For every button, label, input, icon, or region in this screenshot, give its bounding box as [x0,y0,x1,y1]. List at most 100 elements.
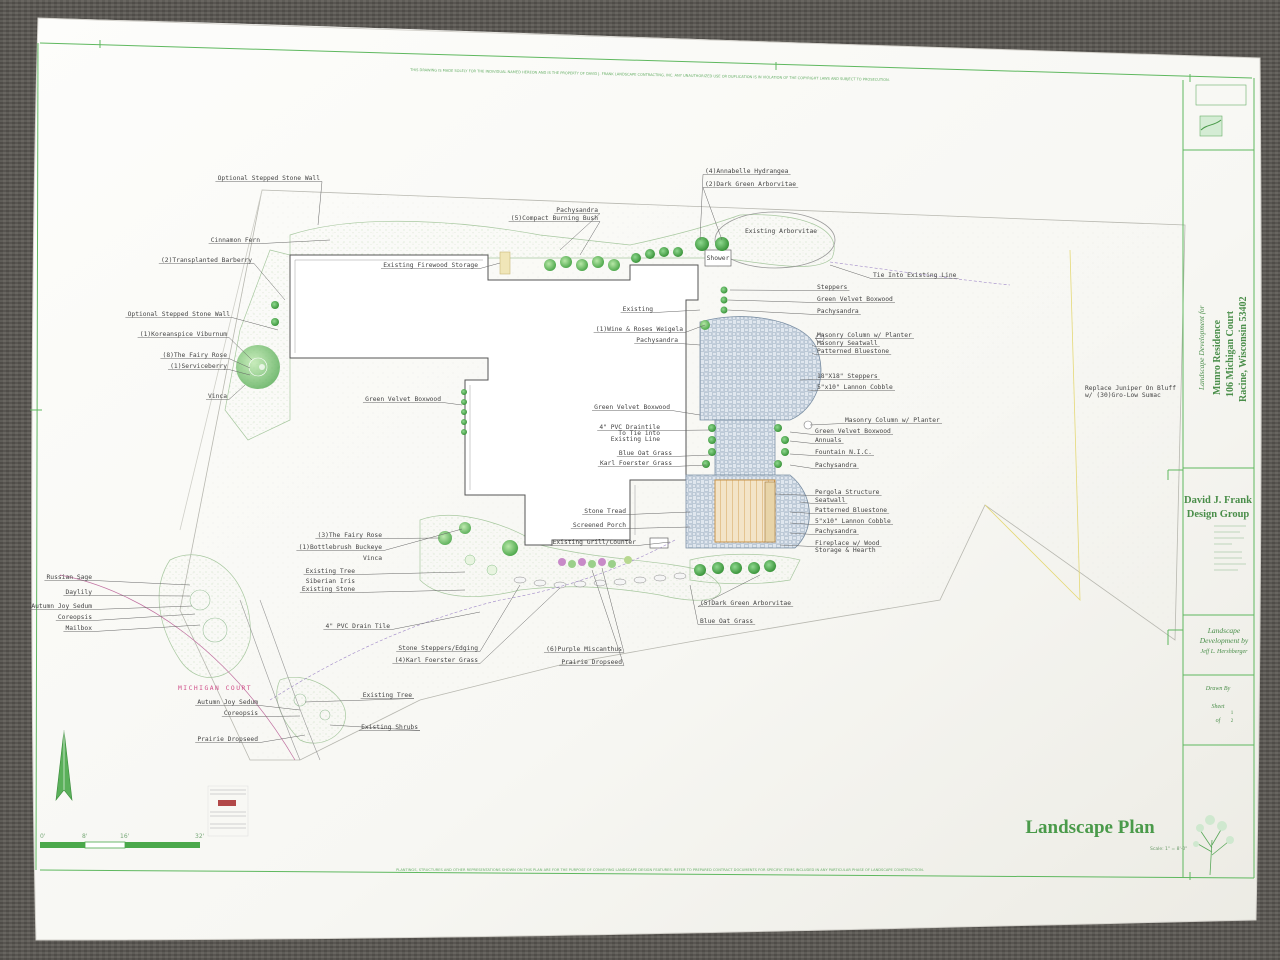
plant-label: Pergola Structure [815,489,880,496]
leader-line [811,352,892,355]
developed-by-title-1: Landscape [1207,626,1241,635]
sheet-label: Sheet [1212,704,1225,710]
leader-line [392,587,561,664]
leader-line [544,567,625,653]
plant-label: Existing Line [611,436,660,443]
title-block: Landscape Development for Munro Residenc… [1167,80,1254,878]
plant-label: Screened Porch [573,522,626,529]
leader-line [195,734,306,743]
plant-label: 5"x10" Lannon Cobble [815,518,891,525]
existing-arborvitae-mass [714,211,836,269]
side-boundary [179,189,263,531]
plant-label: (4)Annabelle Hydrangea [705,168,789,175]
drain-tile-north [829,261,1011,286]
plant-label: Existing Tree [363,692,412,699]
leader-line [208,239,331,244]
leader-line [554,213,601,251]
leader-line [315,537,441,539]
leader-line [597,464,707,467]
plant-label: Vinca [363,555,382,562]
plant-label: Stone Steppers/Edging [398,645,478,652]
house-inner-line [294,259,636,535]
leader-line [729,289,850,291]
plant-label: (2)Transplanted Barberry [161,257,252,264]
leader-line [789,440,844,444]
plant-label: Daylily [65,589,92,596]
plant-label: (5)Dark Green Arborvitae [700,600,791,607]
plant-label: Existing Firewood Storage [383,262,478,269]
plant-label: (2)Dark Green Arborvitae [705,181,796,188]
plant-label: Existing Shrubs [361,724,418,731]
leader-line [697,574,794,607]
north-arrow [55,729,73,802]
diggers-hotline-stamp [207,785,249,837]
leader-line [296,528,463,551]
planting-bed-street [158,554,251,678]
leader-line [799,501,848,504]
leader-line [727,309,861,315]
plant-label: Replace Juniper On Bluff [1085,385,1176,392]
plant-label: (3)The Fairy Rose [318,532,383,539]
plant-label: (5)Compact Burning Bush [511,215,598,222]
leader-line [814,337,914,339]
plant-label: Stone Tread [584,508,626,515]
leader-line [829,264,959,279]
leader-line [789,464,859,469]
drain-tile [269,539,676,701]
plant-label: 18"X18" Steppers [817,373,878,380]
leader-line [727,299,895,303]
plant-label: Optional Stepped Stone Wall [128,311,231,318]
company-name-line2: Design Group [1187,509,1250,520]
leader-line [323,611,481,630]
stone-steppers [513,572,687,589]
plant-label: Karl Foerster Grass [600,460,672,467]
leader-line [809,423,942,426]
plant-label: To Tie into [618,430,660,437]
plant-labels-right: (4)Annabelle Hydrangea (2)Dark Green Arbo… [689,168,1176,625]
plant-label: w/ (30)Gro-Low Sumac [1085,392,1161,399]
plant-label: (1)Wine & Roses Weigela [596,326,683,333]
shower-enclosure [704,249,732,267]
leader-line [215,181,323,226]
plant-label: Blue Oat Grass [619,450,672,457]
plant-label: Optional Stepped Stone Wall [218,175,321,182]
landscape-development-for: Landscape Development for [1197,305,1206,391]
leader-line [363,402,463,406]
leader-line [616,454,711,457]
plant-label: Autumn Joy Sedum [197,699,258,706]
leader-line [807,389,895,391]
scale-tick-0: 0' [40,833,46,840]
leader-line [774,493,882,496]
plant-symbols [189,237,789,721]
fireplace [764,481,776,543]
plant-label: Coreopsis [224,710,258,717]
plant-label: Existing Tree [306,568,355,575]
plant-label: Existing Stone [302,586,355,593]
plant-label: (6)Purple Miscanthus [546,646,622,653]
drawn-by-label: Drawn By [1205,686,1231,692]
plant-label: (1)Koreanspice Viburnum [140,331,227,338]
plant-label: Vinca [208,393,227,400]
of-label: of [1216,717,1222,724]
shower-label: Shower [707,255,730,262]
leader-line [789,431,893,435]
leader-line [593,324,706,333]
plant-label: Mailbox [65,625,92,632]
leader-line [508,221,601,256]
street-label: MICHIGAN COURT [178,685,252,692]
company-logo [1195,84,1247,137]
tree-icon [1193,815,1234,876]
leader-line [811,344,880,347]
leader-line [160,358,251,369]
plant-label: (8)The Fairy Rose [163,352,228,359]
plant-label: Green Velvet Boxwood [594,404,670,411]
leader-line [559,569,625,666]
plant-label: Existing Grill/Counter [553,539,637,546]
leader-line [125,317,279,331]
firewood-storage [499,251,511,275]
developed-by-title-2: Development by [1199,636,1249,645]
company-name-line1: David J. Frank [1184,495,1252,506]
plant-label: Pachysandra [815,462,857,469]
